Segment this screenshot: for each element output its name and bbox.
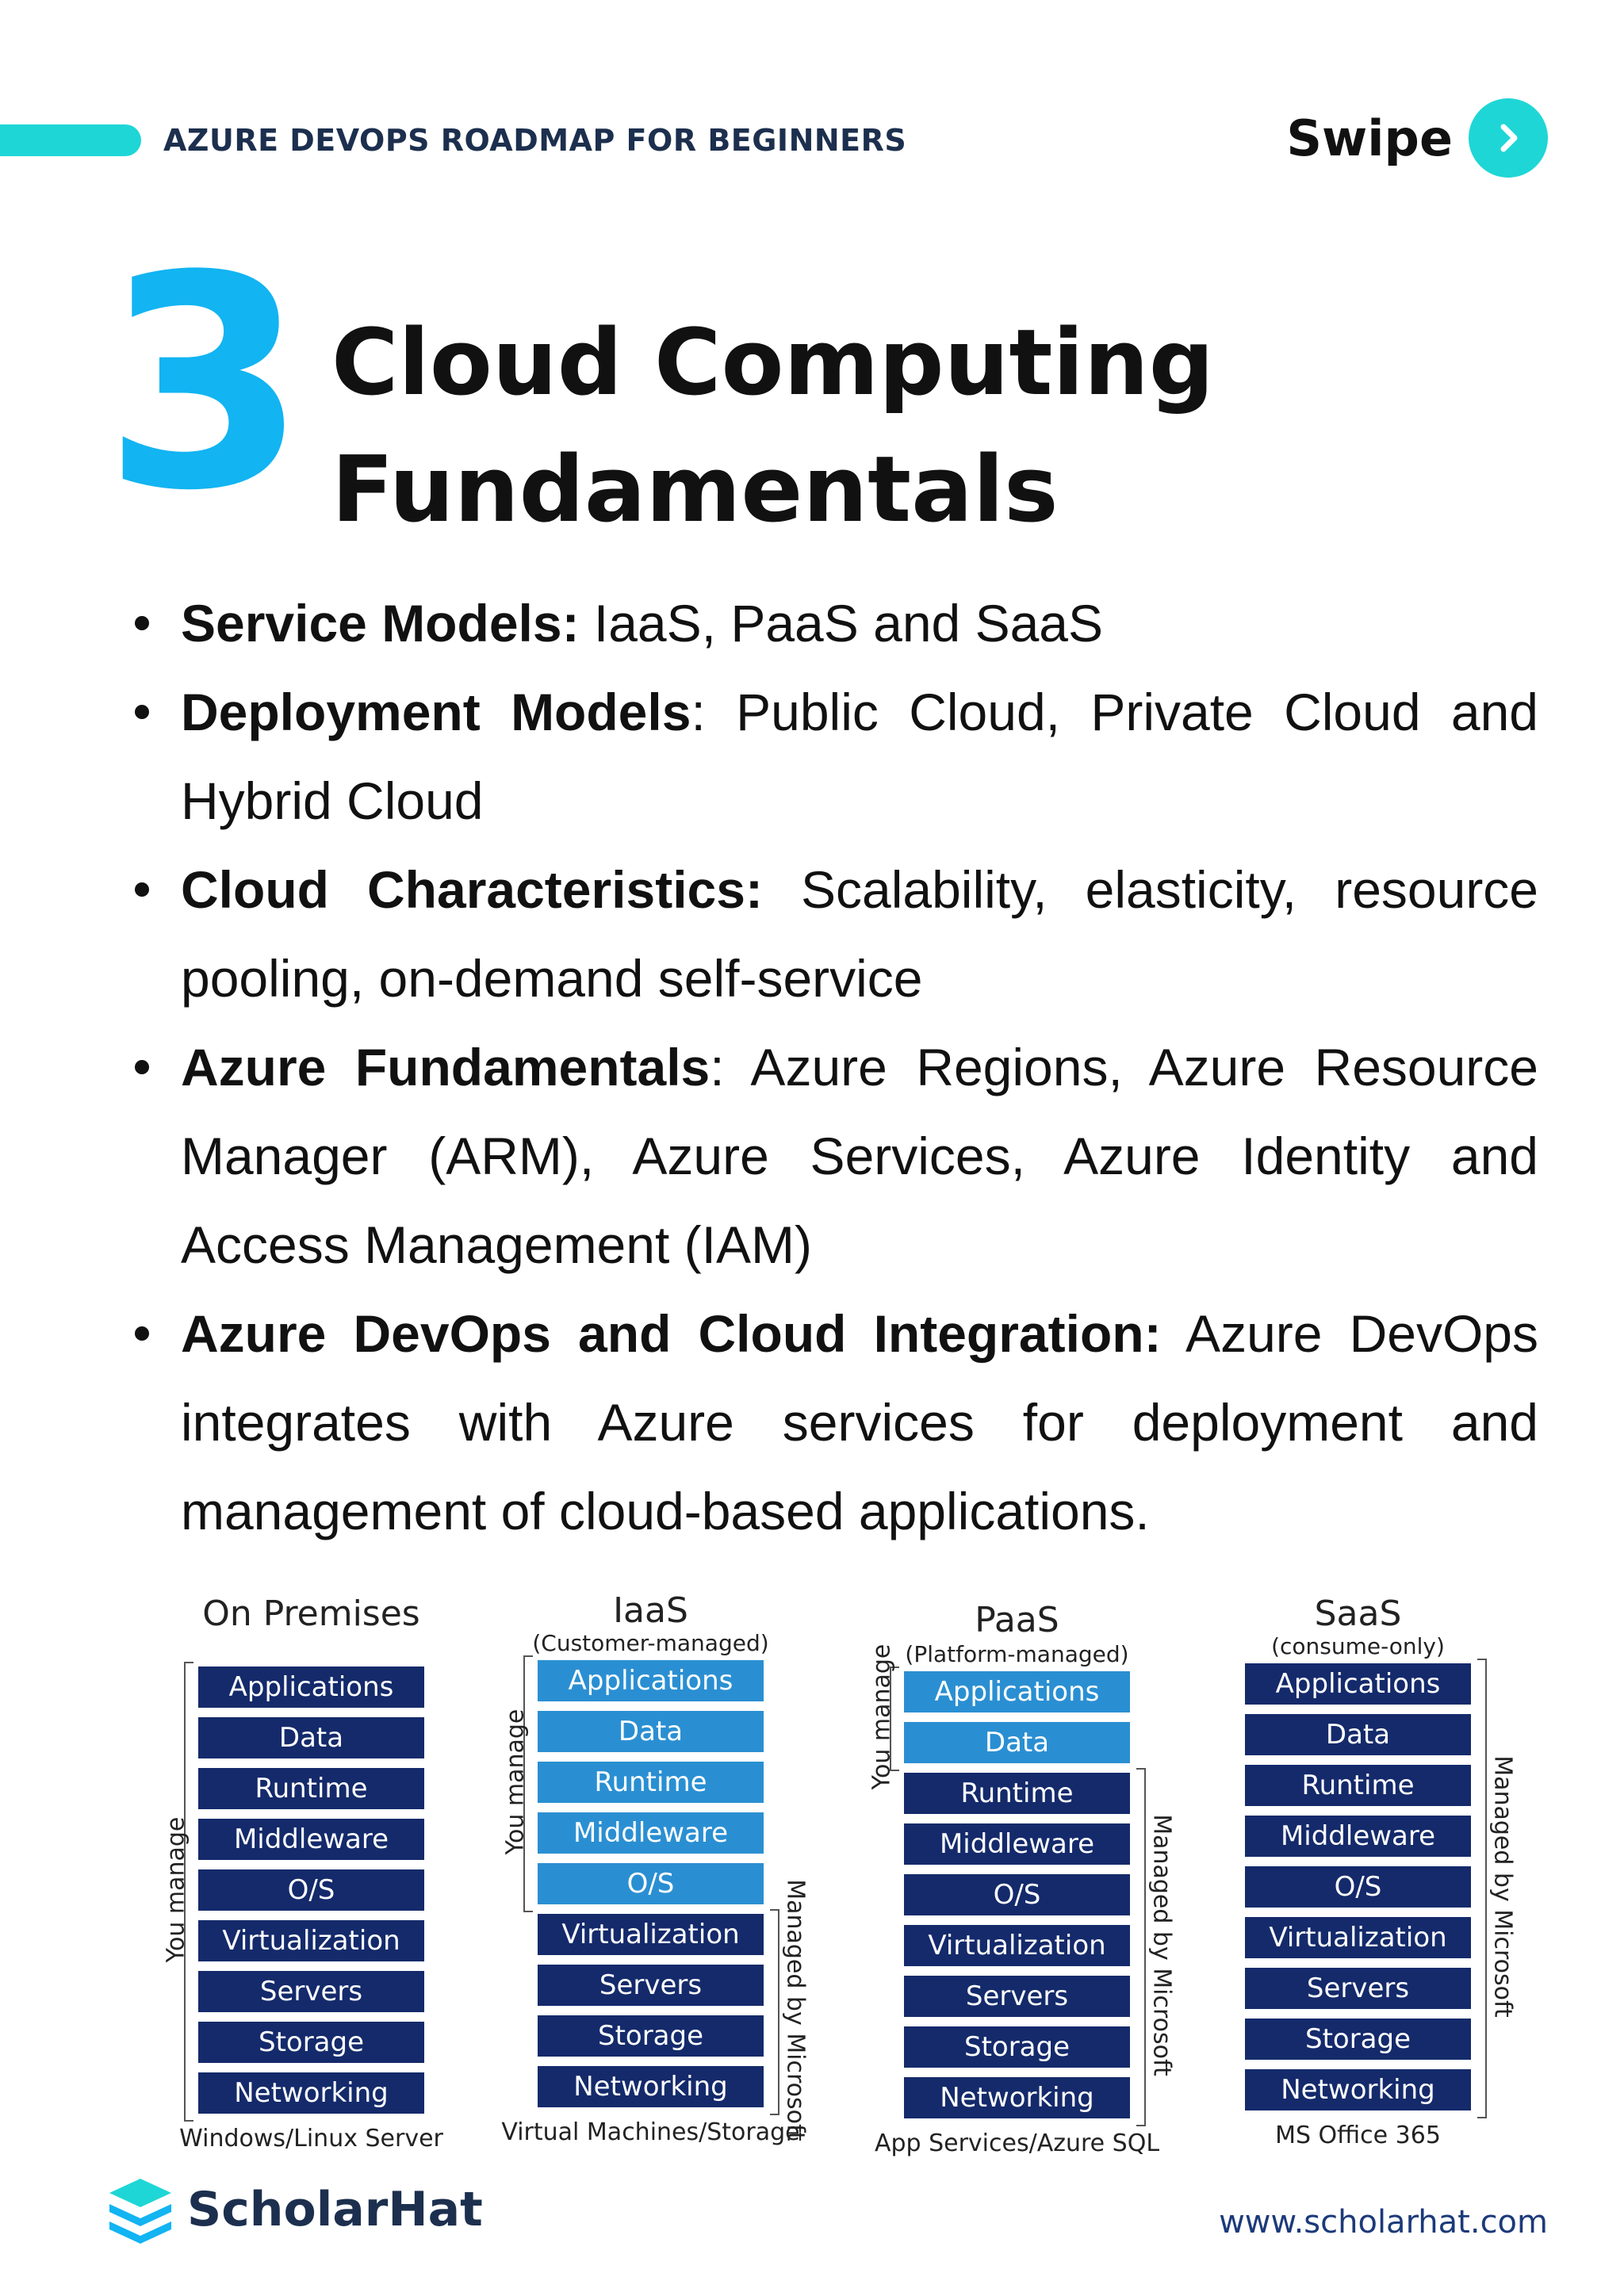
stack-layer: Networking [1245,2069,1471,2110]
you-manage-bracket [523,1655,533,1912]
topic-list: Service Models: IaaS, PaaS and SaaS Depl… [135,579,1538,1556]
brand-name: ScholarHat [187,2182,483,2237]
column-subtitle: (Platform-managed) [905,1641,1129,1667]
stack-layer: Storage [198,2022,424,2063]
stack-layer: O/S [198,1869,424,1911]
column-caption: MS Office 365 [1275,2122,1441,2149]
managed-by-microsoft-label: Managed by Microsoft [1488,1755,1517,2018]
stack-layer: Data [198,1717,424,1758]
stack-layer: Applications [1245,1663,1471,1705]
bullet-text: : Azure Regions, Azure Resource Manager … [181,1038,1538,1274]
stack-layer: Storage [538,2015,764,2057]
stack-layer: Data [538,1711,764,1752]
column-caption: App Services/Azure SQL [874,2130,1160,2157]
you-manage-bracket [184,1662,193,2122]
section-title-line-2: Fundamentals [331,437,1059,543]
stack-layer: Runtime [538,1762,764,1803]
column-title: IaaS [613,1590,688,1631]
bullet-term: Azure Fundamentals [181,1038,710,1096]
swipe-label: Swipe [1286,109,1453,167]
bullet-text: IaaS, PaaS and SaaS [579,594,1104,652]
stack-layer: Middleware [904,1823,1130,1865]
stack-layer: Storage [1245,2019,1471,2060]
column-title: On Premises [202,1594,420,1634]
website-link[interactable]: www.scholarhat.com [1219,2204,1548,2241]
column-subtitle: (Customer-managed) [532,1630,769,1656]
managed-by-microsoft-bracket [770,1909,779,2115]
managed-by-microsoft-label: Managed by Microsoft [1147,1814,1176,2076]
section-title: Cloud Computing Fundamentals [331,300,1214,553]
bullet-text: Azure DevOps integrates with Azure servi… [181,1304,1538,1540]
section-number: 3 [103,214,307,555]
stack-layer: Runtime [904,1773,1130,1814]
column-subtitle: (consume-only) [1271,1633,1445,1659]
stack-layer: Runtime [198,1768,424,1809]
stack-layer: Data [1245,1714,1471,1755]
bullet-text: : Public Cloud, Private Cloud and Hybrid… [181,683,1538,830]
list-item: Deployment Models: Public Cloud, Private… [135,668,1538,845]
you-manage-label: You manage [868,1644,896,1790]
column-title: SaaS [1314,1594,1402,1634]
series-title: AZURE DEVOPS ROADMAP FOR BEGINNERS [163,123,907,158]
scholarhat-logo: ScholarHat [105,2174,483,2245]
managed-by-microsoft-label: Managed by Microsoft [781,1879,810,2141]
list-item: Azure Fundamentals: Azure Regions, Azure… [135,1023,1538,1289]
stack-layer: Applications [538,1660,764,1701]
you-manage-bracket [890,1667,899,1771]
stack-layer: Applications [904,1671,1130,1712]
bullet-term: Deployment Models [181,683,691,741]
stack-layer: Data [904,1722,1130,1763]
column-title: PaaS [975,1600,1059,1640]
bullet-term: Service Models: [181,594,580,652]
stack-layer: Servers [1245,1968,1471,2009]
stacked-layers-icon [109,2179,171,2244]
stack-layer: Virtualization [1245,1917,1471,1958]
stack-layer: Servers [538,1965,764,2006]
stack-layer: Networking [538,2066,764,2107]
stack-layer: Middleware [538,1812,764,1854]
you-manage-label: You manage [501,1709,530,1855]
you-manage-label: You manage [162,1816,190,1963]
stack-layer: Middleware [1245,1816,1471,1857]
stack-layer: Storage [904,2026,1130,2068]
stack-layer: Runtime [1245,1765,1471,1806]
column-caption: Virtual Machines/Storage [501,2118,800,2146]
swipe-control[interactable]: Swipe [1286,98,1548,178]
list-item: Service Models: IaaS, PaaS and SaaS [135,579,1538,668]
stack-layer: Middleware [198,1819,424,1860]
stack-layer: Networking [904,2077,1130,2118]
stack-layer: O/S [1245,1866,1471,1908]
stack-layer: Servers [904,1976,1130,2017]
bullet-term: Azure DevOps and Cloud Integration: [181,1304,1162,1363]
bullet-term: Cloud Characteristics: [181,860,763,919]
stack-layer: O/S [538,1863,764,1904]
list-item: Cloud Characteristics: Scalability, elas… [135,845,1538,1023]
stack-layer: Applications [198,1667,424,1708]
stack-layer: Virtualization [198,1920,424,1961]
section-title-line-1: Cloud Computing [331,310,1215,416]
stack-layer: Virtualization [538,1914,764,1955]
list-item: Azure DevOps and Cloud Integration: Azur… [135,1289,1538,1556]
stack-layer: Servers [198,1971,424,2012]
accent-bar [0,124,141,156]
managed-by-microsoft-bracket [1136,1768,1146,2126]
managed-by-microsoft-bracket [1477,1659,1487,2118]
stack-layer: Virtualization [904,1925,1130,1966]
column-caption: Windows/Linux Server [179,2125,443,2152]
stack-layer: O/S [904,1874,1130,1915]
chevron-right-icon[interactable] [1469,98,1548,178]
bullet-text: Scalability, elasticity, resource poolin… [181,860,1538,1008]
stack-layer: Networking [198,2072,424,2114]
